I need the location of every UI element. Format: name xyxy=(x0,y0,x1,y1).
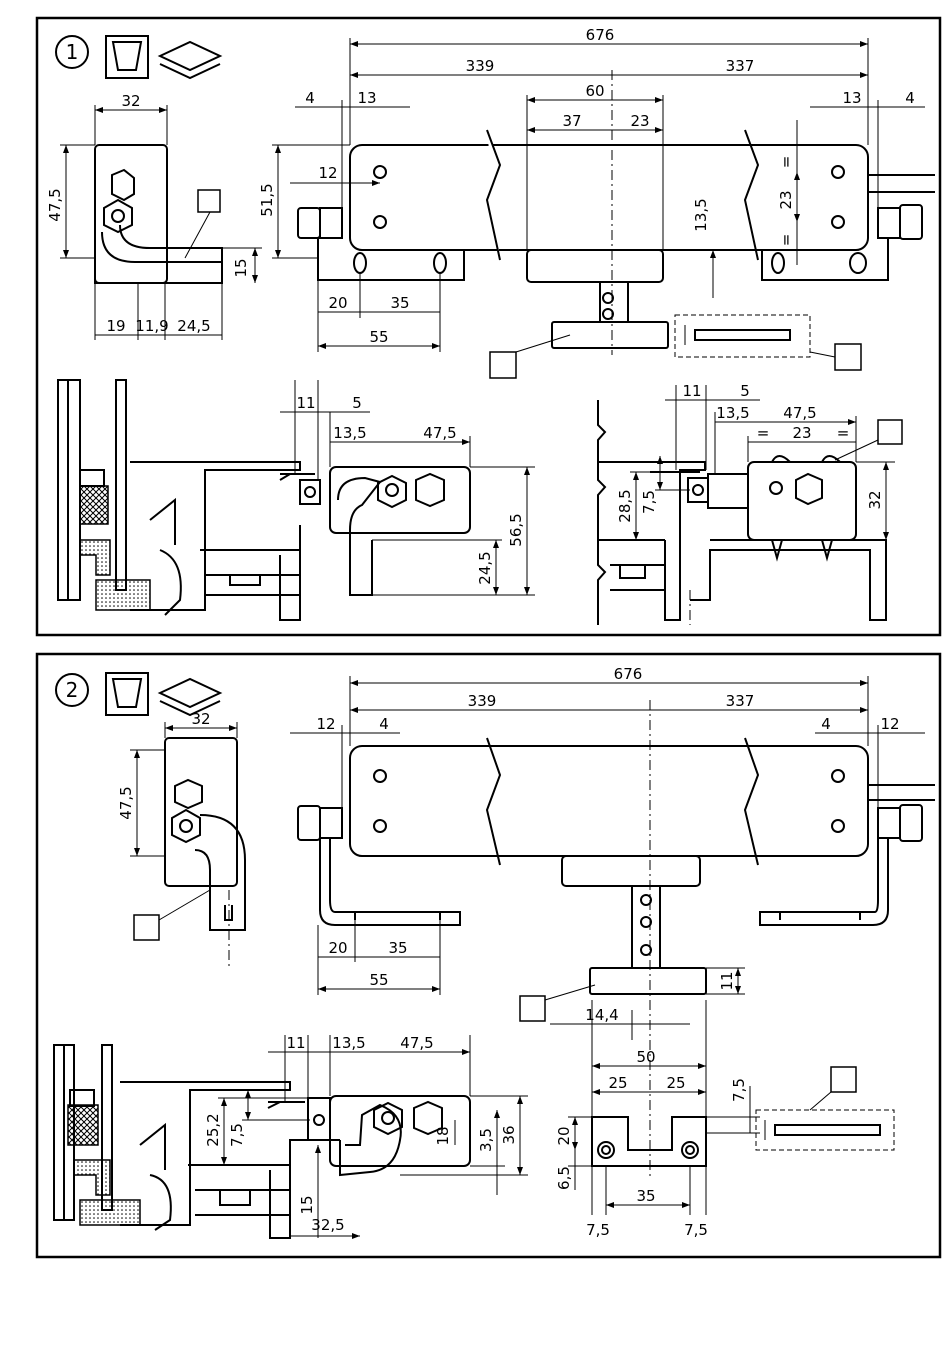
dim-d: 47,5 xyxy=(423,424,456,442)
dim-foot-a: 20 xyxy=(328,294,347,312)
callout-box xyxy=(134,915,159,940)
dim-c35: 35 xyxy=(636,1187,655,1205)
trapezoid-icon xyxy=(106,36,148,78)
side-view-1: 32 47,5 15 19 11,9 24,5 xyxy=(46,92,262,340)
dim-side-height: 47,5 xyxy=(117,786,135,819)
dim-left-in: 4 xyxy=(379,715,389,733)
dim-b3: 24,5 xyxy=(177,317,210,335)
dim-c: 47,5 xyxy=(400,1034,433,1052)
dim-e1: 7,5 xyxy=(586,1221,610,1239)
dim-offset: 14,4 xyxy=(585,1006,618,1024)
section-view-1-left: 11 5 13,5 47,5 56,5 24,5 xyxy=(58,380,535,620)
dim-foot-a: 20 xyxy=(328,939,347,957)
panel-2: 2 32 47,5 xyxy=(37,654,940,1257)
dim-f: 24,5 xyxy=(476,551,494,584)
dim-c: 13,5 xyxy=(716,404,749,422)
dim-left-off: 12 xyxy=(316,715,335,733)
dim-b: 13,5 xyxy=(332,1034,365,1052)
dim-hole-pitch: 23 xyxy=(777,190,795,209)
dim-right-off: 4 xyxy=(905,89,915,107)
section-view-1-right: 11 5 13,5 47,5 = 23 = 32 28,5 7,5 xyxy=(598,382,902,625)
dim-h20: 20 xyxy=(555,1126,573,1145)
dim-e: 7,5 xyxy=(228,1123,246,1147)
panel-number-2: 2 xyxy=(66,678,79,702)
callout-box xyxy=(831,1067,856,1092)
dim-height: 51,5 xyxy=(258,183,276,216)
trapezoid-icon xyxy=(106,673,148,715)
dim-foot-total: 55 xyxy=(369,971,388,989)
dim-f: 18 xyxy=(434,1126,452,1145)
dim-e: 56,5 xyxy=(507,513,525,546)
dim-a: 11 xyxy=(286,1034,305,1052)
front-view-2: 676 339 337 12 4 4 12 20 35 55 11 xyxy=(290,665,935,1040)
dim-v75: 7,5 xyxy=(730,1078,748,1102)
section-view-2: 11 13,5 47,5 25,2 7,5 18 3,5 36 15 32,5 xyxy=(54,1034,528,1238)
dim-c-left: 37 xyxy=(562,112,581,130)
dim-f: 32 xyxy=(866,490,884,509)
dim-i: 15 xyxy=(298,1195,316,1214)
dim-a: 11 xyxy=(296,394,315,412)
dim-left: 339 xyxy=(466,57,495,75)
callout-box xyxy=(520,996,545,1021)
dim-eq: = xyxy=(777,156,795,169)
dim-side-width: 32 xyxy=(121,92,140,110)
dim-w50: 50 xyxy=(636,1048,655,1066)
dim-c: 13,5 xyxy=(333,424,366,442)
dim-h: 7,5 xyxy=(640,490,658,514)
dim-j: 32,5 xyxy=(311,1216,344,1234)
panel-number-1: 1 xyxy=(66,40,79,64)
dim-side-width: 32 xyxy=(191,710,210,728)
dim-foot-b: 35 xyxy=(388,939,407,957)
dim-right-hole: 13 xyxy=(842,89,861,107)
plate-detail-2: 14,4 50 25 25 20 6,5 35 7,5 7,5 7,5 xyxy=(550,1000,894,1239)
dim-right: 337 xyxy=(726,57,755,75)
dim-left-off: 4 xyxy=(305,89,315,107)
dim-total: 676 xyxy=(586,26,615,44)
dim-b1: 19 xyxy=(106,317,125,335)
dim-eq: = xyxy=(777,234,795,247)
dim-foot-b: 35 xyxy=(390,294,409,312)
callout-box xyxy=(490,352,516,378)
dim-side-drop: 15 xyxy=(232,258,250,277)
dim-right: 337 xyxy=(726,692,755,710)
dim-d: 25,2 xyxy=(204,1113,222,1146)
dim-b: 5 xyxy=(740,382,750,400)
dim-center: 60 xyxy=(585,82,604,100)
dim-h: 36 xyxy=(500,1125,518,1144)
dim-c-right: 23 xyxy=(630,112,649,130)
dim-left-hole: 13 xyxy=(357,89,376,107)
dim-hole-h: 12 xyxy=(318,164,337,182)
dim-d: 47,5 xyxy=(783,404,816,422)
callout-box xyxy=(878,420,902,444)
dim-eq: = xyxy=(757,424,770,442)
dim-eq: = xyxy=(837,424,850,442)
side-view-2: 32 47,5 xyxy=(117,710,245,970)
dim-left: 339 xyxy=(468,692,497,710)
dim-g: 3,5 xyxy=(477,1128,495,1152)
dim-w25a: 25 xyxy=(608,1074,627,1092)
dim-side-height: 47,5 xyxy=(46,188,64,221)
dim-arm: 13,5 xyxy=(692,198,710,231)
layers-icon xyxy=(160,679,220,715)
dim-right-off: 12 xyxy=(880,715,899,733)
dim-b2: 11,9 xyxy=(135,317,168,335)
panel-1-frame xyxy=(37,18,940,635)
dim-a: 11 xyxy=(682,382,701,400)
dim-total: 676 xyxy=(614,665,643,683)
front-view-1: 676 339 337 60 37 23 4 13 13 4 12 51,5 1… xyxy=(258,26,935,378)
dim-right-in: 4 xyxy=(821,715,831,733)
dim-b: 5 xyxy=(352,394,362,412)
dim-e2: 7,5 xyxy=(684,1221,708,1239)
layers-icon xyxy=(160,42,220,78)
callout-box xyxy=(835,344,861,370)
dim-w25b: 25 xyxy=(666,1074,685,1092)
panel-1: 1 32 47,5 15 xyxy=(37,18,940,635)
dim-g: 28,5 xyxy=(616,489,634,522)
dim-e: 23 xyxy=(792,424,811,442)
dim-h65: 6,5 xyxy=(555,1166,573,1190)
dim-foot-total: 55 xyxy=(369,328,388,346)
dim-plate-thick: 11 xyxy=(718,971,736,990)
callout-box xyxy=(198,190,220,212)
